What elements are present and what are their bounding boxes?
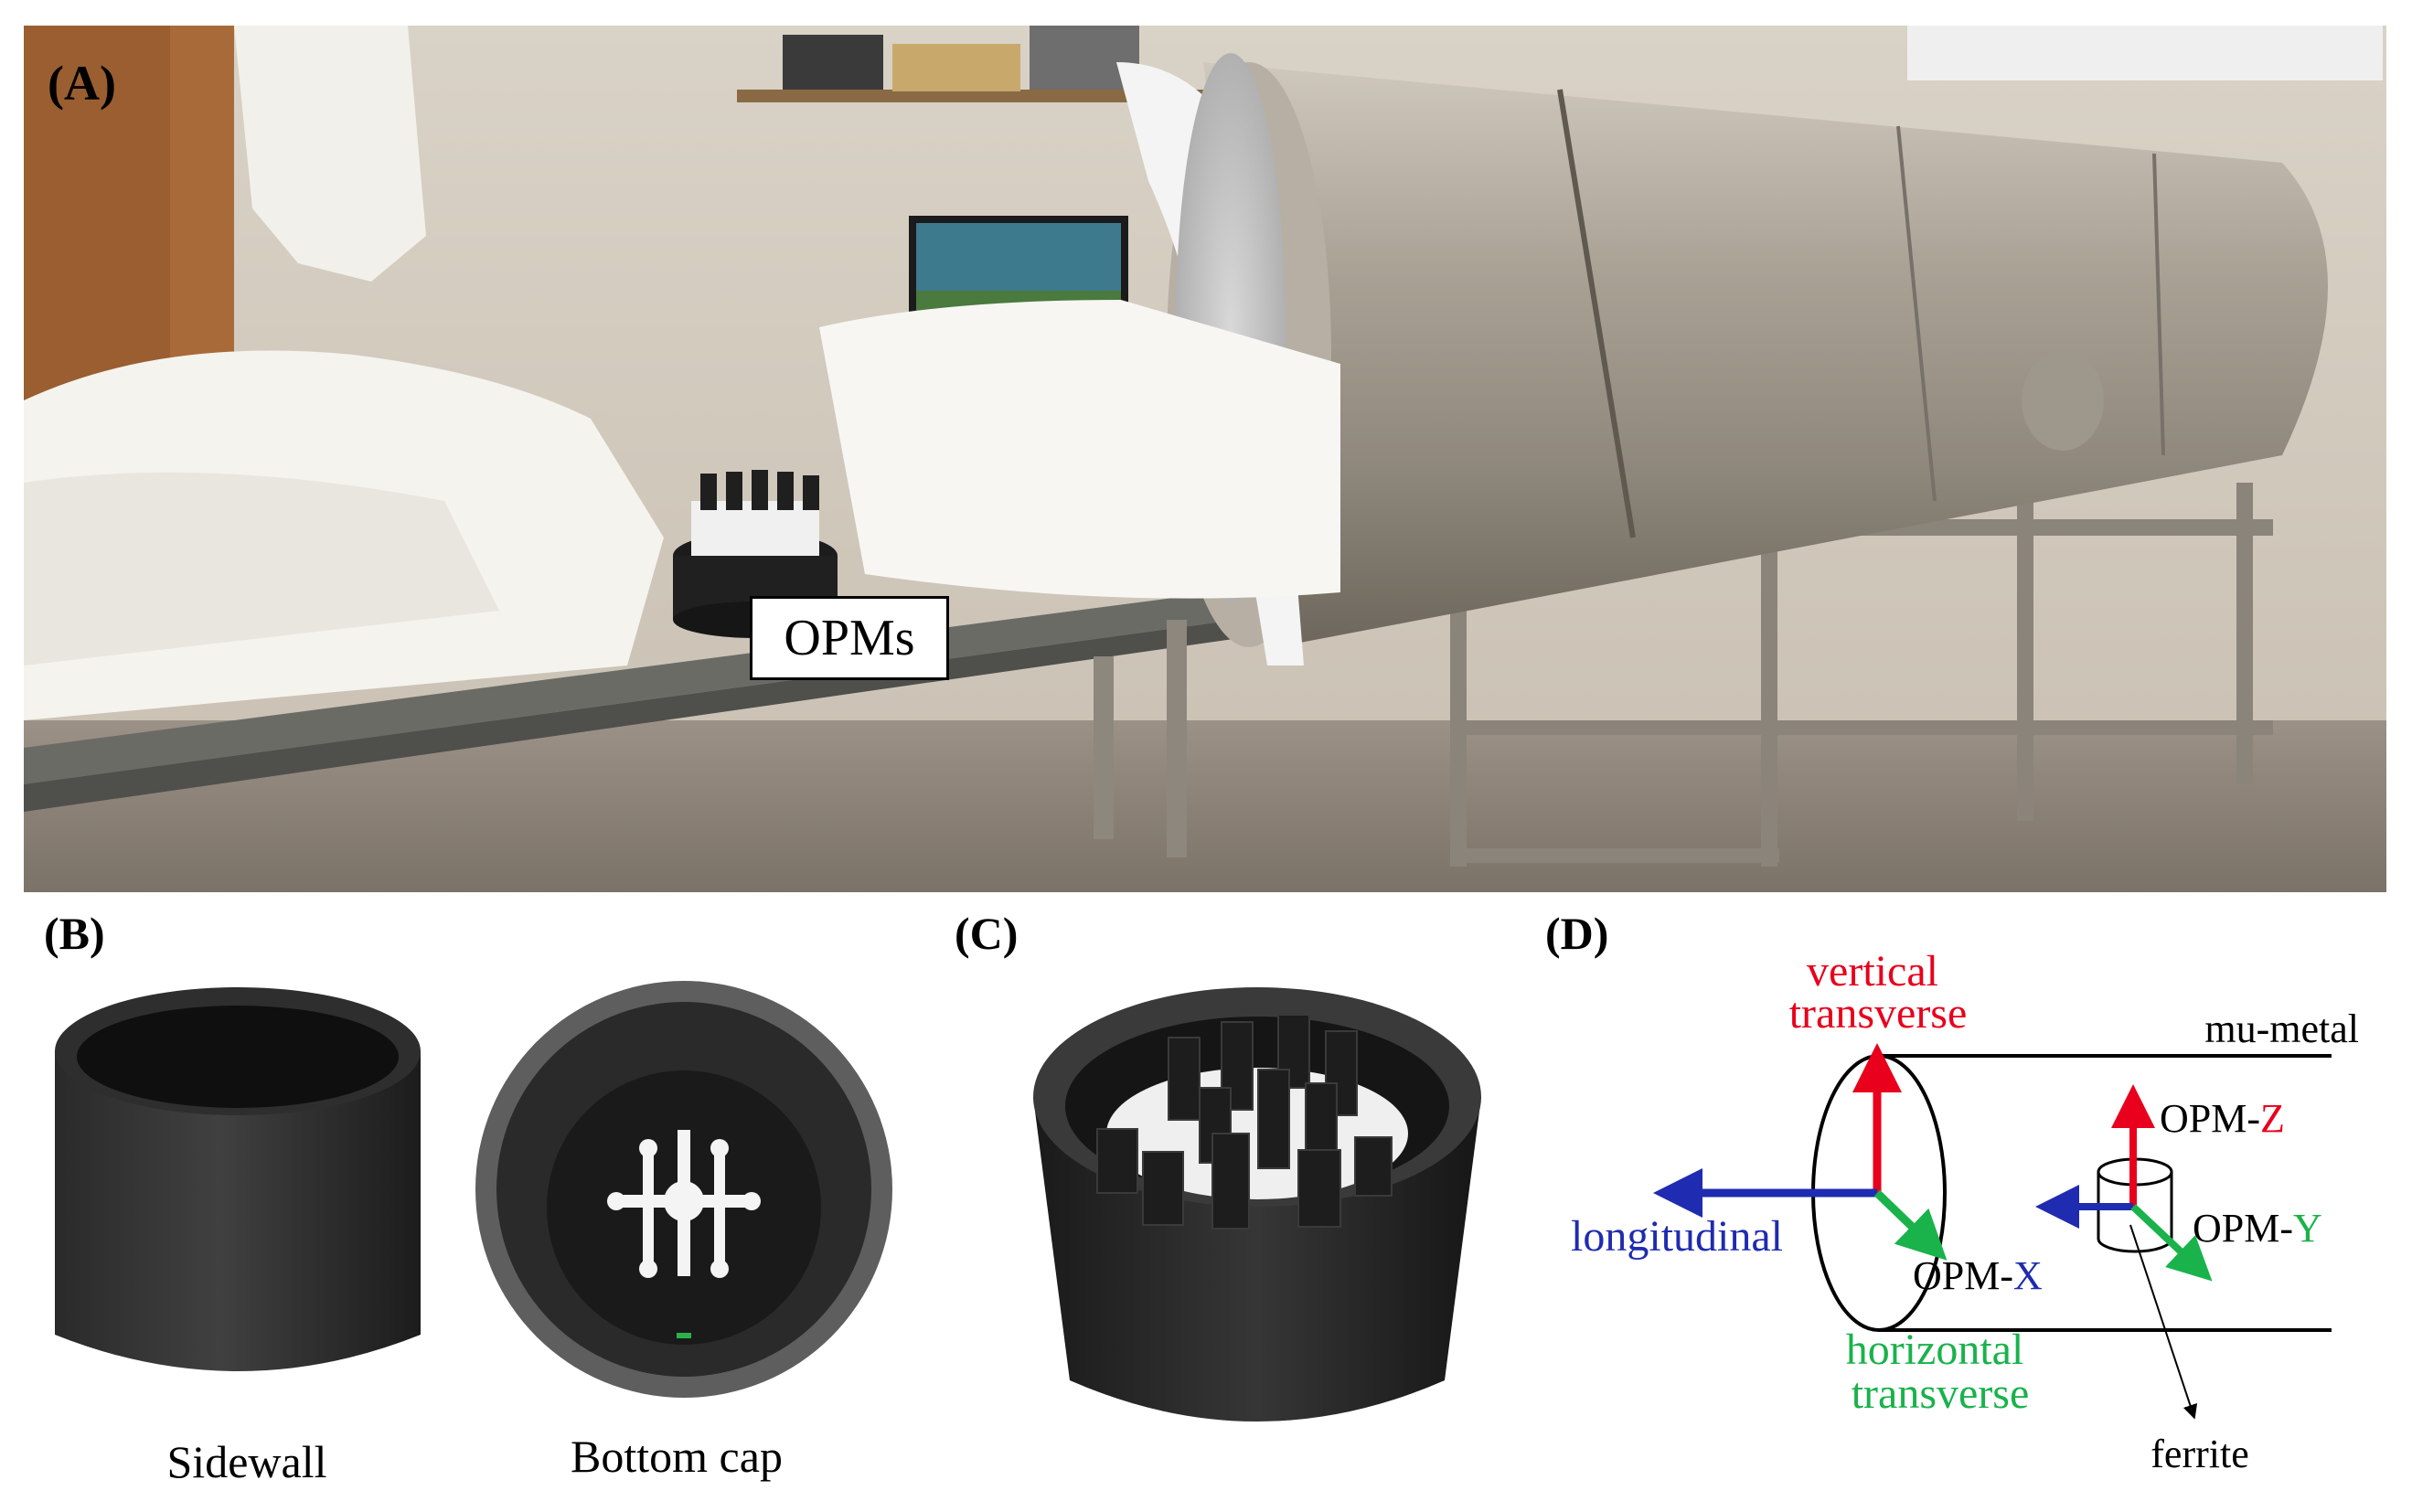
panel-a-scene xyxy=(24,26,2386,892)
bottom-cap-caption: Bottom cap xyxy=(571,1431,783,1482)
opm-y-arrow xyxy=(2130,1204,2213,1282)
horizontal-transverse-arrow xyxy=(1873,1189,1948,1261)
panel-label-b: (B) xyxy=(44,908,105,959)
vertical-transverse-label: vertical transverse xyxy=(1789,951,1968,1038)
horizontal-transverse-label: horizontal transverse xyxy=(1846,1326,2035,1418)
panel-label-a: (A) xyxy=(48,56,116,111)
longitudinal-label: longitudinal xyxy=(1571,1212,1783,1261)
panel-label-c: (C) xyxy=(955,908,1019,959)
opms-callout: OPMs xyxy=(750,596,949,680)
sidewall-caption: Sidewall xyxy=(166,1436,327,1487)
panel-label-d: (D) xyxy=(1545,908,1609,959)
ferrite-pointer xyxy=(2129,1224,2198,1420)
ferrite-label: ferrite xyxy=(2151,1432,2248,1476)
panel-a-photo xyxy=(24,26,2386,892)
axis-diagram: mu-metal vertical transverse longitudina… xyxy=(1571,951,2359,1476)
opm-x-label: OPM-X xyxy=(1913,1253,2043,1298)
opm-z-label: OPM-Z xyxy=(2160,1096,2285,1141)
opms-callout-label: OPMs xyxy=(784,610,915,666)
bottom-cap-image xyxy=(475,981,892,1398)
mu-metal-label: mu-metal xyxy=(2204,1006,2359,1051)
opm-y-label: OPM-Y xyxy=(2193,1206,2322,1251)
sidewall-image xyxy=(55,987,421,1371)
shield-with-opms-image xyxy=(1033,987,1481,1421)
